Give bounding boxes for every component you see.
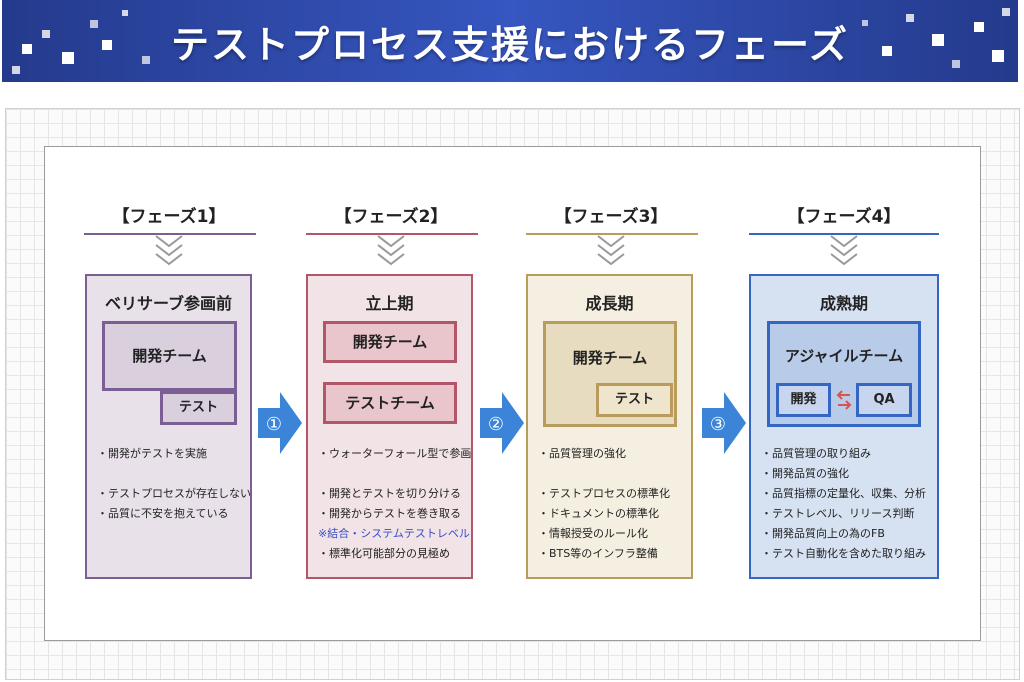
banner-pixel bbox=[1002, 8, 1010, 16]
phase-3-card: 成長期 開発チーム テスト ・品質管理の強化 ・テストプロセスの標準化 ・ドキュ… bbox=[526, 274, 693, 579]
bullet-item: ・開発品質の強化 bbox=[761, 467, 849, 480]
agile-team-label: アジャイルチーム bbox=[784, 347, 904, 365]
phase-1-bullets: ・開発がテストを実施 ・テストプロセスが存在しない ・品質に不安を抱えている bbox=[97, 444, 251, 524]
banner-pixel bbox=[882, 46, 892, 56]
exchange-arrows-icon bbox=[836, 390, 852, 410]
bullet-item: ・標準化可能部分の見極め bbox=[318, 547, 450, 560]
header-banner: テストプロセス支援におけるフェーズ bbox=[2, 0, 1018, 82]
bullet-item: ・情報授受のルール化 bbox=[538, 527, 648, 540]
bullet-item: ・品質に不安を抱えている bbox=[97, 507, 229, 520]
step-arrow-3: ③ bbox=[702, 392, 746, 454]
phase-2-bullets: ・ウォーターフォール型で参画 ・開発とテストを切り分ける ・開発からテストを巻き… bbox=[318, 444, 472, 564]
bullet-item: ・テストプロセスが存在しない bbox=[97, 487, 251, 500]
bullet-item: ・開発品質向上の為のFB bbox=[761, 527, 885, 540]
bullet-gap bbox=[538, 464, 687, 484]
bullet-note: ※結合・システムテストレベル bbox=[318, 527, 470, 540]
chevron-down-icon bbox=[830, 235, 858, 266]
phase-1-underline bbox=[84, 233, 256, 235]
dev-team-box: 開発チーム テスト bbox=[543, 321, 677, 427]
dev-team-box: 開発チーム bbox=[323, 321, 457, 363]
bullet-item: ・テスト自動化を含めた取り組み bbox=[761, 547, 926, 560]
phase-3-bullets: ・品質管理の強化 ・テストプロセスの標準化 ・ドキュメントの標準化 ・情報授受の… bbox=[538, 444, 687, 564]
banner-pixel bbox=[122, 10, 128, 16]
step-arrow-1: ① bbox=[258, 392, 302, 454]
phase-4-card: 成熟期 アジャイルチーム 開発 QA ・品質管理の取り組み ・開発品質の強化 ・… bbox=[749, 274, 939, 579]
phase-2-title: 立上期 bbox=[365, 294, 414, 313]
banner-pixel bbox=[22, 44, 32, 54]
bullet-gap bbox=[97, 464, 246, 484]
phase-3-title: 成長期 bbox=[585, 294, 634, 313]
bullet-gap bbox=[318, 464, 467, 484]
step-number-3: ③ bbox=[710, 414, 726, 435]
banner-pixel bbox=[932, 34, 944, 46]
phase-1-title: ベリサーブ参画前 bbox=[104, 294, 233, 313]
bullet-item: ・テストレベル、リリース判断 bbox=[761, 507, 915, 520]
banner-pixel bbox=[974, 22, 984, 32]
bullet-item: ・開発からテストを巻き取る bbox=[318, 507, 461, 520]
phase-2-underline bbox=[306, 233, 478, 235]
bullet-item: ・開発とテストを切り分ける bbox=[318, 487, 461, 500]
phase-4-bullets: ・品質管理の取り組み ・開発品質の強化 ・品質指標の定量化、収集、分析 ・テスト… bbox=[761, 444, 933, 564]
dev-team-label: 開発チーム bbox=[572, 349, 648, 367]
dev-team-box: 開発チーム bbox=[102, 321, 237, 391]
step-arrow-2: ② bbox=[480, 392, 524, 454]
dev-box: 開発 bbox=[776, 383, 831, 417]
chevron-down-icon bbox=[377, 235, 405, 266]
banner-pixel bbox=[862, 20, 868, 26]
phase-4-underline bbox=[749, 233, 939, 235]
test-box: テスト bbox=[596, 383, 673, 417]
chevron-down-icon bbox=[597, 235, 625, 266]
banner-pixel bbox=[102, 40, 112, 50]
banner-pixel bbox=[992, 50, 1004, 62]
bullet-item: ・品質管理の強化 bbox=[538, 447, 626, 460]
test-box: テスト bbox=[160, 391, 237, 425]
banner-pixel bbox=[906, 14, 914, 22]
phase-4-title: 成熟期 bbox=[819, 294, 868, 313]
bullet-item: ・テストプロセスの標準化 bbox=[538, 487, 670, 500]
bullet-item: ・品質管理の取り組み bbox=[761, 447, 871, 460]
chevron-down-icon bbox=[155, 235, 183, 266]
phase-4-label: 【フェーズ4】 bbox=[787, 207, 901, 227]
banner-pixel bbox=[62, 52, 74, 64]
bullet-item: ・ドキュメントの標準化 bbox=[538, 507, 659, 520]
bullet-item: ・ウォーターフォール型で参画 bbox=[318, 447, 472, 460]
qa-box: QA bbox=[856, 383, 912, 417]
phase-1-label: 【フェーズ1】 bbox=[112, 207, 226, 227]
bullet-item: ・BTS等のインフラ整備 bbox=[538, 547, 658, 560]
step-number-1: ① bbox=[266, 414, 282, 435]
banner-pixel bbox=[42, 30, 50, 38]
test-team-box: テストチーム bbox=[323, 382, 457, 424]
bullet-item: ・品質指標の定量化、収集、分析 bbox=[761, 487, 926, 500]
phase-1-card: ベリサーブ参画前 開発チーム テスト ・開発がテストを実施 ・テストプロセスが存… bbox=[85, 274, 252, 579]
phase-2-card: 立上期 開発チーム テストチーム ・ウォーターフォール型で参画 ・開発とテストを… bbox=[306, 274, 473, 579]
phase-3-label: 【フェーズ3】 bbox=[554, 207, 668, 227]
banner-pixel bbox=[90, 20, 98, 28]
bullet-item: ・開発がテストを実施 bbox=[97, 447, 207, 460]
phase-3-underline bbox=[526, 233, 698, 235]
step-number-2: ② bbox=[488, 414, 504, 435]
banner-pixel bbox=[952, 60, 960, 68]
agile-team-box: アジャイルチーム 開発 QA bbox=[767, 321, 921, 427]
banner-pixel bbox=[142, 56, 150, 64]
phase-2-label: 【フェーズ2】 bbox=[334, 207, 448, 227]
banner-pixel bbox=[12, 66, 20, 74]
page-title: テストプロセス支援におけるフェーズ bbox=[170, 23, 850, 67]
